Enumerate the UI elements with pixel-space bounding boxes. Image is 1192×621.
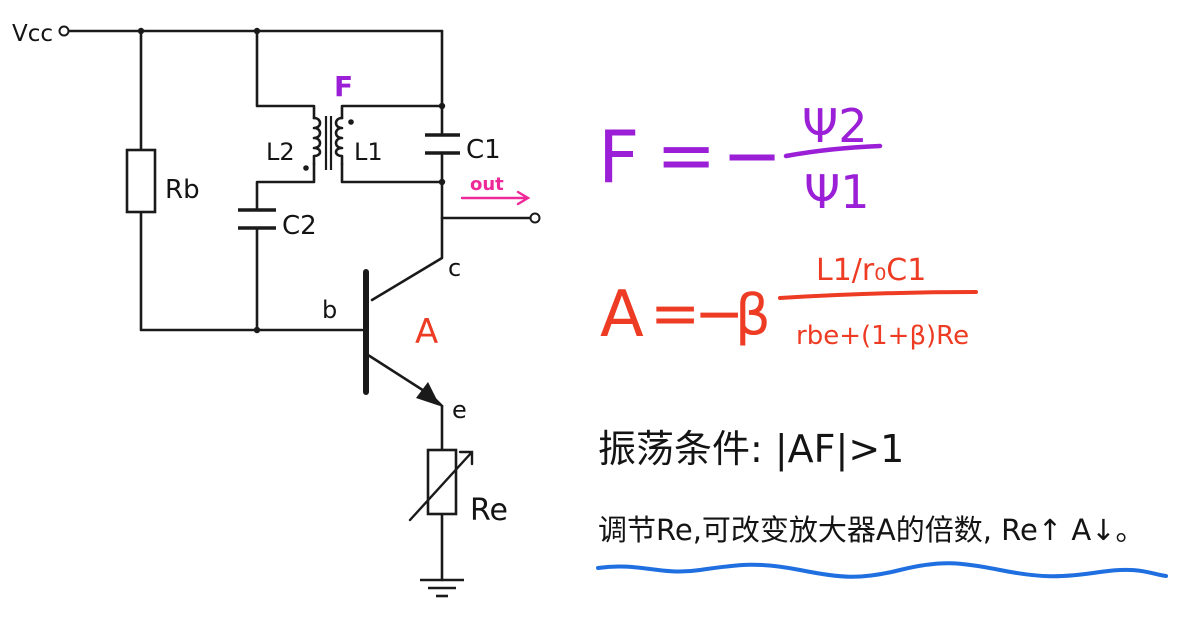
ground-icon	[420, 578, 464, 598]
a-fraction-bar	[778, 290, 978, 300]
base-label: b	[322, 296, 337, 324]
f-equals: =	[656, 113, 716, 197]
resistor-re	[426, 448, 458, 516]
capacitor-c2	[238, 208, 276, 230]
a-minus: −	[694, 279, 744, 349]
l2-label: L2	[266, 138, 295, 166]
rb-wire	[139, 29, 364, 332]
junction-dot	[137, 27, 145, 35]
coil-l1	[334, 116, 344, 166]
out-arrow-icon	[460, 190, 531, 206]
output-terminal	[529, 212, 541, 224]
transistor	[363, 269, 444, 408]
f-denominator: Ψ1	[804, 165, 869, 219]
l1-wire	[340, 104, 444, 184]
re-label: Re	[470, 493, 508, 528]
c1-label: C1	[466, 135, 501, 165]
collector-label: c	[448, 254, 461, 282]
a-numerator: L1/r₀C1	[816, 253, 926, 288]
a-equals: =	[650, 279, 700, 349]
f-fraction-bar	[783, 143, 883, 159]
junction-dot	[438, 102, 446, 110]
blue-underline	[596, 561, 1168, 579]
adjustment-note: 调节Re,可改变放大器A的倍数, Re↑ A↓。	[598, 513, 1145, 547]
a-denominator: rbe+(1+β)Re	[796, 321, 969, 351]
out-label: out	[470, 174, 504, 195]
amp-label: A	[415, 312, 438, 352]
transformer	[303, 116, 354, 171]
polarity-dot	[303, 165, 309, 171]
junctions	[137, 27, 446, 334]
f-numerator: Ψ2	[802, 99, 867, 153]
emitter-label: e	[452, 396, 467, 424]
junction-dot	[253, 27, 261, 35]
emitter-arrow-icon	[416, 382, 440, 406]
feedback-formula: F = − Ψ2 Ψ1	[598, 99, 883, 219]
a-lhs: A	[600, 278, 644, 352]
vcc-terminal	[58, 25, 70, 37]
l1-label: L1	[354, 138, 383, 166]
coil-l2	[312, 116, 322, 166]
collector-column	[370, 29, 444, 302]
junction-dot	[438, 178, 446, 186]
polarity-dot	[348, 119, 354, 125]
f-lhs: F	[598, 115, 639, 199]
feedback-label: F	[334, 70, 353, 103]
c2-label: C2	[282, 211, 317, 241]
vcc-label: Vcc	[12, 21, 53, 47]
junction-dot	[253, 326, 261, 334]
a-beta: β	[735, 283, 771, 348]
l2-wire	[255, 29, 316, 332]
capacitor-c1	[425, 133, 460, 155]
oscillation-condition: 振荡条件: |AF|>1	[598, 427, 904, 472]
gain-formula: A = − β L1/r₀C1 rbe+(1+β)Re	[600, 253, 978, 352]
rb-label: Rb	[165, 175, 200, 205]
variable-arrow-icon	[408, 450, 474, 522]
resistor-rb	[125, 148, 157, 214]
circuit-wires	[67, 29, 532, 582]
f-minus: −	[722, 113, 782, 197]
